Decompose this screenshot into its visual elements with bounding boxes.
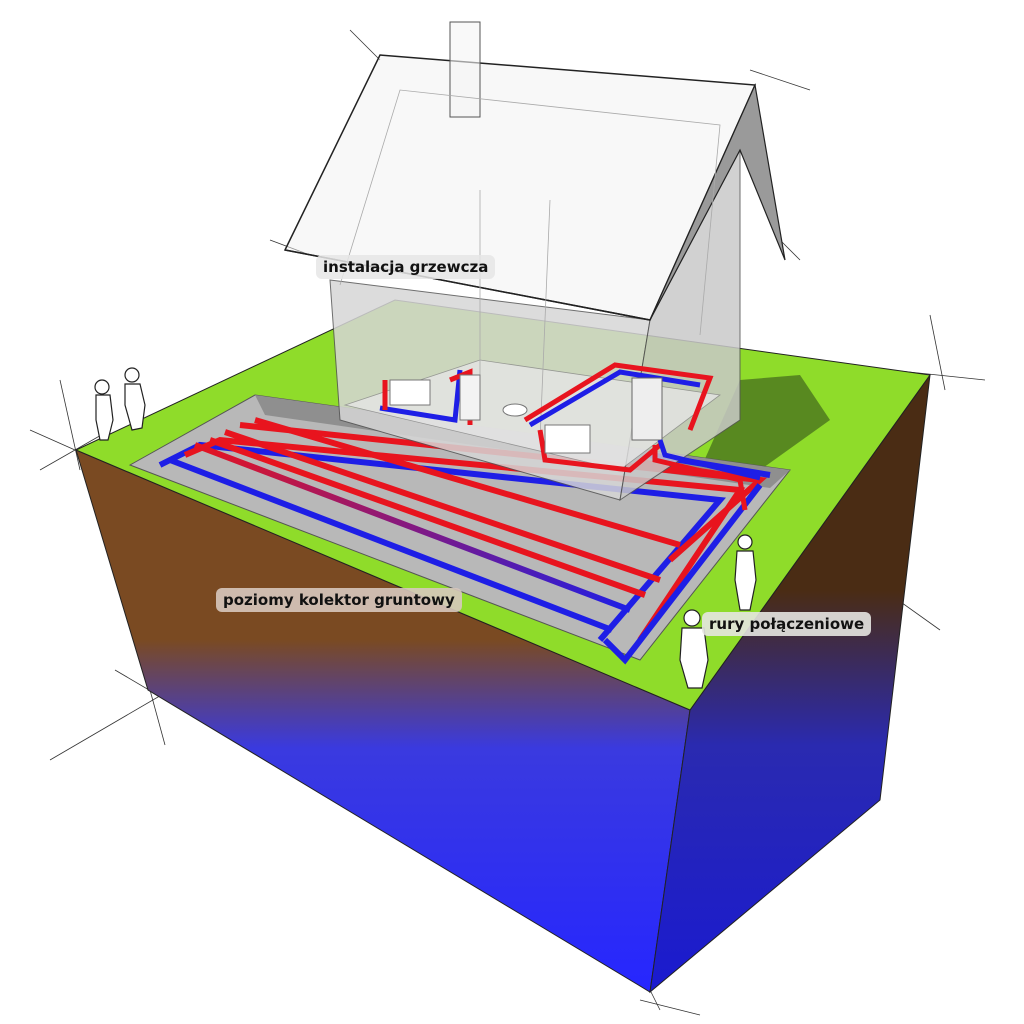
heating-installation	[379, 362, 761, 511]
people	[94, 367, 757, 689]
sink-icon	[502, 403, 528, 417]
radiator-icon-2	[459, 374, 481, 421]
roof-gable	[649, 82, 786, 321]
label-connection-pipes: rury połączeniowe	[702, 612, 872, 636]
heat-pump-icon	[631, 377, 663, 441]
person-icon	[94, 379, 114, 441]
person-icon	[124, 367, 146, 431]
person-icon	[734, 534, 757, 611]
radiator-icon	[389, 379, 431, 406]
radiator-icon-3	[544, 424, 591, 454]
label-heating-installation: instalacja grzewcza	[316, 255, 496, 279]
label-ground-collector: poziomy kolektor gruntowy	[216, 588, 462, 612]
chimney	[449, 21, 481, 118]
